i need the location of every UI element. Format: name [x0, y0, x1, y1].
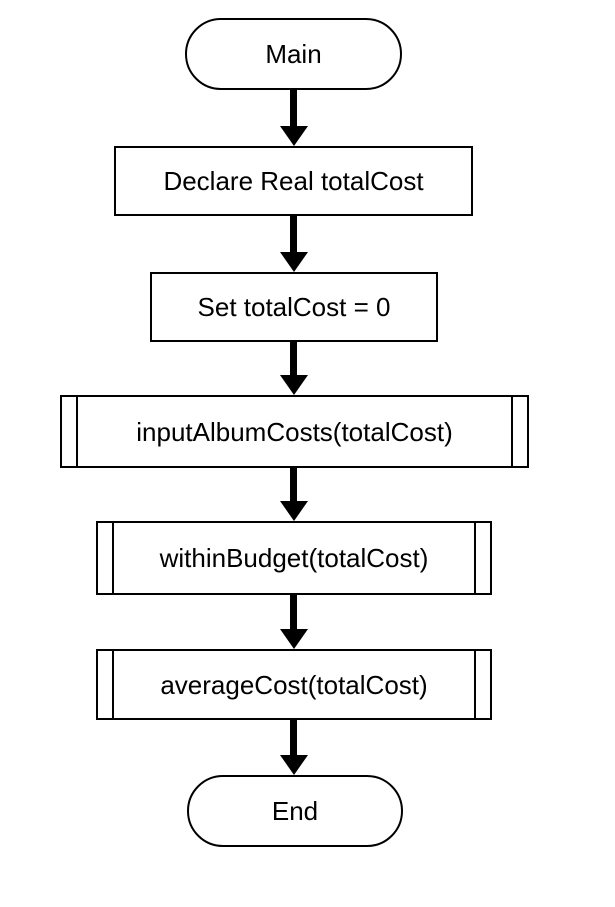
flow-arrow-average-cost-to-end — [280, 720, 308, 775]
flow-arrow-within-budget-to-average-cost — [280, 595, 308, 649]
arrow-shaft — [290, 342, 297, 377]
arrow-head-icon — [280, 252, 308, 272]
node-label: Declare Real totalCost — [163, 166, 424, 196]
flow-arrow-set-to-input-album-costs — [280, 342, 308, 395]
node-label: averageCost(totalCost) — [160, 669, 428, 700]
node-predefined-average-cost: averageCost(totalCost) — [96, 649, 492, 720]
arrow-shaft — [290, 216, 297, 254]
node-label: withinBudget(totalCost) — [159, 543, 429, 573]
node-label: Main — [265, 39, 322, 69]
flow-arrow-declare-to-set — [280, 216, 308, 272]
flow-arrow-main-to-declare — [280, 90, 308, 146]
node-terminator-end: End — [187, 775, 403, 847]
node-process-set-totalcost: Set totalCost = 0 — [150, 272, 438, 342]
node-label: inputAlbumCosts(totalCost) — [136, 416, 453, 447]
arrow-head-icon — [280, 755, 308, 775]
node-label: Set totalCost = 0 — [197, 292, 391, 322]
arrow-head-icon — [280, 126, 308, 146]
arrow-shaft — [290, 468, 297, 503]
arrow-head-icon — [280, 501, 308, 521]
arrow-head-icon — [280, 629, 308, 649]
arrow-head-icon — [280, 375, 308, 395]
arrow-shaft — [290, 90, 297, 128]
node-terminator-main: Main — [185, 18, 402, 90]
node-process-declare-totalcost: Declare Real totalCost — [114, 146, 473, 216]
arrow-shaft — [290, 720, 297, 757]
node-predefined-input-album-costs: inputAlbumCosts(totalCost) — [60, 395, 529, 468]
flow-arrow-input-album-costs-to-within-budget — [280, 468, 308, 521]
node-predefined-within-budget: withinBudget(totalCost) — [96, 521, 492, 595]
arrow-shaft — [290, 595, 297, 631]
node-label: End — [271, 796, 319, 826]
